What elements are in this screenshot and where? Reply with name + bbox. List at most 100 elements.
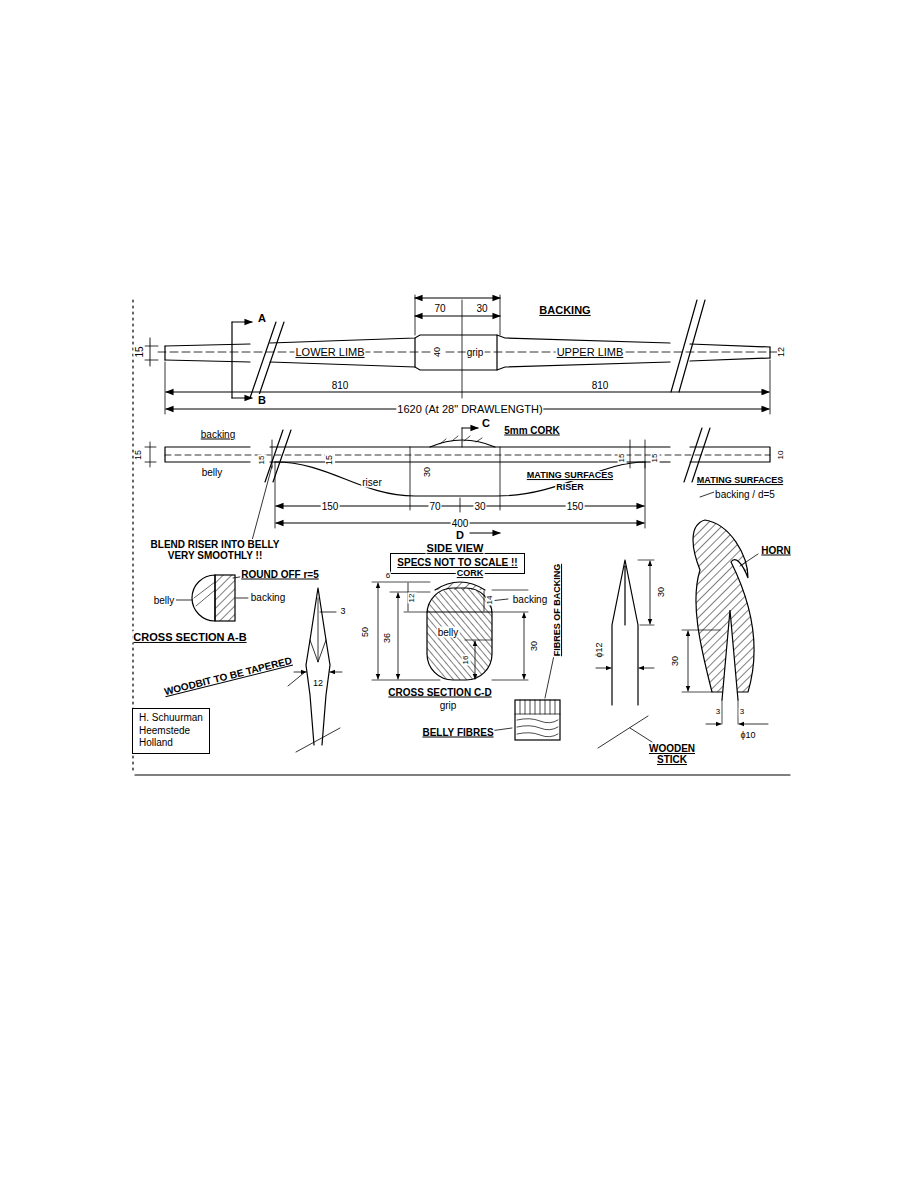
part-label: grip xyxy=(466,347,485,358)
dimension-value: ϕ10 xyxy=(739,731,756,741)
dimension-value: 12 xyxy=(312,679,324,689)
note-label: C xyxy=(481,417,491,429)
dimension-value: 14 xyxy=(486,595,495,606)
note-label: FIBRES OF BACKING xyxy=(553,563,563,658)
note-label: BACKING xyxy=(538,304,591,316)
dimension-value: 36 xyxy=(383,632,393,644)
dimension-value: 30 xyxy=(423,466,433,478)
note-label: WOODBIT TO BE TAPERED xyxy=(162,655,294,698)
stick-tip xyxy=(722,610,738,700)
part-label: LOWER LIMB xyxy=(294,346,365,358)
dimension-line xyxy=(330,672,342,673)
dimension-line xyxy=(524,613,525,679)
dimension-value: 15 xyxy=(258,455,267,466)
leader-line xyxy=(176,576,248,600)
horn-nock xyxy=(693,520,754,692)
dimension-value: 30 xyxy=(530,640,540,652)
dimension-value: 50 xyxy=(361,626,371,638)
dimension-line xyxy=(145,442,156,467)
note-label: CORK xyxy=(456,569,485,579)
dimension-value: 30 xyxy=(473,501,486,512)
belly-hatch xyxy=(194,582,215,606)
note-label: RISER xyxy=(555,483,585,493)
section-arrow xyxy=(232,321,252,322)
extension-line xyxy=(145,346,158,360)
note-label: D xyxy=(455,529,465,541)
dimension-value: 150 xyxy=(321,501,340,512)
dimension-value: 5mm CORK xyxy=(503,425,561,436)
dimension-value: 810 xyxy=(331,380,350,391)
note-label: A xyxy=(257,312,267,324)
part-label: backing xyxy=(250,592,286,603)
part-label: belly xyxy=(153,595,176,606)
dimension-line xyxy=(475,641,476,679)
dimension-line xyxy=(166,391,769,392)
dimension-value: 40 xyxy=(433,346,443,358)
woodbit-taper xyxy=(310,598,326,662)
dimension-value: 15 xyxy=(651,453,660,464)
note-label: CROSS SECTION C-D xyxy=(387,687,492,698)
dimension-value: 810 xyxy=(591,380,610,391)
dimension-value: ϕ12 xyxy=(595,641,605,658)
section-arrow xyxy=(470,532,500,533)
dimension-value: 15 xyxy=(618,453,627,464)
dimension-line xyxy=(596,668,611,669)
belly-fibres xyxy=(517,719,558,737)
cork-section xyxy=(435,582,485,590)
glue-line xyxy=(427,611,492,612)
dimension-line xyxy=(688,631,689,691)
section-arrow xyxy=(232,397,252,398)
dimension-value: 15 xyxy=(134,345,145,358)
part-label: belly xyxy=(437,627,460,638)
dimension-value: 1620 (At 28" DRAWLENGTH) xyxy=(396,403,543,415)
dimension-value: 70 xyxy=(433,303,446,314)
grip-section xyxy=(427,588,492,680)
backing-strip xyxy=(165,447,770,462)
extension-line xyxy=(722,700,738,724)
note-label: B xyxy=(257,394,267,406)
woodbit-outline xyxy=(306,588,330,745)
dimension-line xyxy=(398,593,399,679)
dimension-value: 3 xyxy=(339,607,346,617)
dimension-value: 30 xyxy=(475,303,488,314)
dimension-line xyxy=(150,338,151,366)
box-text: H. Schuurman xyxy=(139,712,203,725)
dimension-value: 12 xyxy=(408,593,417,604)
break-mark xyxy=(684,428,710,482)
section-arrow xyxy=(462,427,478,428)
dimension-value: 3 xyxy=(739,708,745,717)
leader-line xyxy=(630,728,652,742)
extension-line xyxy=(275,462,645,528)
note-label: WOODEN STICK xyxy=(641,743,703,765)
note-label: MATING SURFACES xyxy=(696,476,784,486)
fibre-sample xyxy=(515,700,560,740)
dimension-value: 10 xyxy=(777,450,786,461)
dimension-value: 6 xyxy=(385,572,391,581)
center-line xyxy=(462,300,463,398)
break-mark xyxy=(265,430,291,482)
note-label: BELLY FIBRES xyxy=(421,727,494,738)
extension-line xyxy=(415,295,500,335)
dimension-value: 12 xyxy=(777,346,787,358)
dimension-line xyxy=(415,315,500,316)
dimension-line xyxy=(484,591,485,611)
leader-line xyxy=(490,646,556,731)
dimension-line xyxy=(415,297,500,298)
box-text: SPECS NOT TO SCALE !! xyxy=(397,557,518,570)
part-label: backing xyxy=(512,594,548,605)
note-label: BLEND RISER INTO BELLY VERY SMOOTHLY !! xyxy=(139,539,291,561)
dimension-line xyxy=(378,583,379,679)
dimension-line xyxy=(294,672,306,673)
box-text: Holland xyxy=(139,737,203,750)
sheet-border xyxy=(132,300,133,770)
dimension-value: 16 xyxy=(462,655,471,666)
break-mark xyxy=(250,322,284,398)
bow-outline xyxy=(165,335,770,347)
cork-pad xyxy=(430,440,495,447)
part-label: UPPER LIMB xyxy=(556,346,625,358)
part-label: backing / d=5 xyxy=(714,489,776,500)
dimension-line xyxy=(639,668,654,669)
dimension-line xyxy=(706,724,721,725)
